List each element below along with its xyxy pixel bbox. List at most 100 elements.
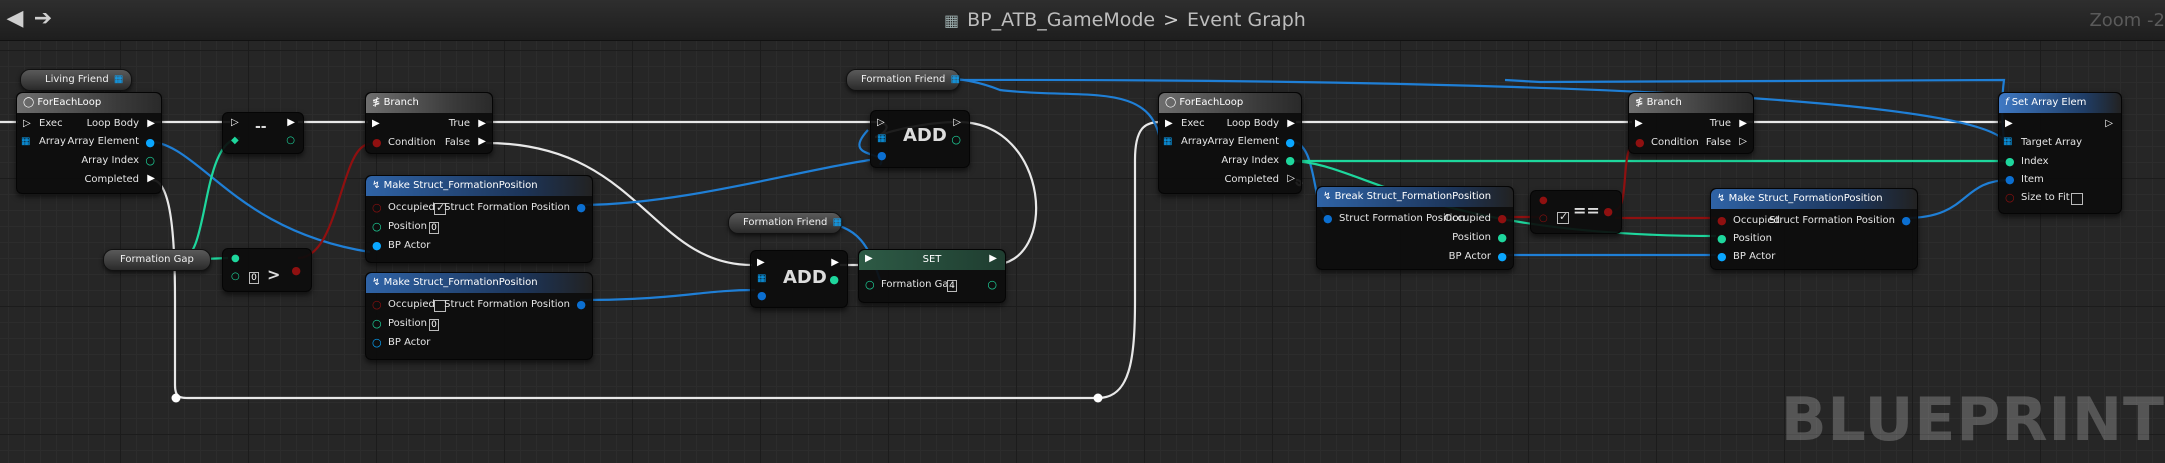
struct-pin-icon[interactable]: ● bbox=[2005, 173, 2015, 186]
foreach-loop-node-1[interactable]: ◯ ForEachLoop ▷ Exec ▦ Array Loop Body ▶… bbox=[16, 92, 162, 194]
pin-label: Struct Formation Position bbox=[1339, 213, 1465, 224]
occupied-checkbox[interactable] bbox=[434, 300, 446, 312]
struct-pin-icon[interactable]: ● bbox=[877, 149, 887, 162]
int-pin-icon[interactable]: ○ bbox=[865, 278, 875, 291]
pin-label: Occupied bbox=[1444, 213, 1491, 224]
int-pin-icon[interactable]: ○ bbox=[372, 220, 382, 233]
equal-node[interactable]: ● ○ ✓ == ● bbox=[1530, 190, 1622, 234]
formation-gap-node[interactable]: Formation Gap bbox=[103, 249, 211, 271]
int-pin-icon[interactable]: ● bbox=[829, 273, 839, 286]
bool-pin-icon[interactable]: ● bbox=[1635, 136, 1645, 149]
forward-arrow-icon[interactable]: ➔ bbox=[33, 6, 53, 31]
exec-pin-icon[interactable]: ▷ bbox=[1287, 173, 1295, 184]
exec-pin-icon[interactable]: ▶ bbox=[147, 173, 155, 184]
value-box[interactable]: 0 bbox=[249, 272, 259, 284]
struct-pin-icon[interactable]: ● bbox=[576, 298, 586, 311]
foreach-loop-node-2[interactable]: ◯ ForEachLoop ▶ Exec ▦ Array Loop Body ▶… bbox=[1158, 92, 1302, 194]
exec-pin-icon[interactable]: ▶ bbox=[1739, 118, 1747, 129]
exec-pin-icon[interactable]: ▷ bbox=[2105, 118, 2113, 129]
compare-checkbox[interactable]: ✓ bbox=[1557, 210, 1569, 224]
set-variable-node[interactable]: SET ▶ ▶ ○ Formation Gap 4 ○ bbox=[858, 249, 1006, 303]
exec-pin-icon[interactable]: ▶ bbox=[1287, 118, 1295, 129]
int-pin-icon[interactable]: ● bbox=[1717, 232, 1727, 245]
bool-pin-icon[interactable]: ○ bbox=[372, 201, 382, 214]
bool-pin-icon[interactable]: ● bbox=[1539, 195, 1548, 206]
value-box[interactable]: 0 bbox=[429, 319, 439, 331]
object-pin-icon[interactable]: ● bbox=[1717, 250, 1727, 263]
exec-pin-icon[interactable]: ▶ bbox=[989, 253, 997, 264]
living-friend-node[interactable]: Living Friend ▦ bbox=[20, 69, 132, 91]
greater-than-node[interactable]: ● ○ 0 > ● bbox=[222, 248, 312, 292]
object-pin-icon[interactable]: ● bbox=[1285, 136, 1295, 149]
breadcrumb-graph[interactable]: Event Graph bbox=[1187, 9, 1306, 31]
node-title: Formation Gap bbox=[120, 254, 194, 265]
exec-pin-icon[interactable]: ▷ bbox=[877, 117, 885, 128]
struct-pin-icon[interactable]: ● bbox=[1901, 214, 1911, 227]
exec-pin-icon[interactable]: ▷ bbox=[953, 117, 961, 128]
array-pin-icon[interactable]: ▦ bbox=[1163, 136, 1173, 147]
struct-pin-icon[interactable]: ● bbox=[757, 289, 767, 302]
make-struct-node-1[interactable]: ↯ Make Struct_FormationPosition ○ Occupi… bbox=[365, 175, 593, 263]
struct-pin-icon[interactable]: ● bbox=[576, 201, 586, 214]
array-pin-icon[interactable]: ▦ bbox=[757, 273, 767, 284]
bool-pin-icon[interactable]: ● bbox=[1603, 205, 1613, 218]
array-pin-icon[interactable]: ▦ bbox=[21, 136, 31, 147]
breadcrumb-asset[interactable]: BP_ATB_GameMode bbox=[967, 9, 1156, 31]
int-pin-icon[interactable]: ◆ bbox=[231, 135, 239, 146]
value-box[interactable]: 0 bbox=[429, 222, 439, 234]
bool-pin-icon[interactable]: ○ bbox=[1539, 213, 1548, 224]
make-struct-node-2[interactable]: ↯ Make Struct_FormationPosition ○ Occupi… bbox=[365, 272, 593, 360]
exec-pin-icon[interactable]: ▶ bbox=[287, 117, 295, 128]
exec-pin-icon[interactable]: ▷ bbox=[23, 118, 31, 129]
int-pin-icon[interactable]: ● bbox=[2005, 155, 2015, 168]
array-pin-icon[interactable]: ▦ bbox=[877, 133, 887, 144]
exec-pin-icon[interactable]: ▶ bbox=[1165, 118, 1173, 129]
object-pin-icon[interactable]: ● bbox=[145, 136, 155, 149]
back-arrow-icon[interactable]: ◀ bbox=[6, 6, 24, 31]
bool-pin-icon[interactable]: ○ bbox=[2005, 191, 2015, 204]
array-add-node-1[interactable]: ▷ ▦ ● ADD ▷ ○ bbox=[870, 110, 970, 168]
exec-pin-icon[interactable]: ▶ bbox=[865, 253, 873, 264]
make-struct-node-3[interactable]: ↯ Make Struct_FormationPosition ● Occupi… bbox=[1710, 188, 1918, 270]
object-pin-icon[interactable]: ● bbox=[1497, 250, 1507, 263]
int-pin-icon[interactable]: ● bbox=[1285, 154, 1295, 167]
set-array-elem-node[interactable]: f Set Array Elem ▶ ▷ ▦ Target Array ● In… bbox=[1998, 92, 2122, 214]
formation-friend-node-2[interactable]: Formation Friend ▦ bbox=[728, 212, 842, 234]
exec-pin-icon[interactable]: ▶ bbox=[147, 118, 155, 129]
bool-pin-icon[interactable]: ● bbox=[1497, 212, 1507, 225]
exec-pin-icon[interactable]: ▶ bbox=[2005, 118, 2013, 129]
exec-pin-icon[interactable]: ▶ bbox=[757, 257, 765, 268]
int-pin-icon[interactable]: ○ bbox=[231, 271, 240, 282]
break-struct-node[interactable]: ↯ Break Struct_FormationPosition ● Struc… bbox=[1316, 186, 1514, 270]
int-pin-icon[interactable]: ○ bbox=[951, 133, 961, 146]
branch-node-1[interactable]: ≸ Branch ▶ ● Condition True ▶ False ▶ bbox=[365, 92, 493, 154]
array-add-node-2[interactable]: ▶ ▦ ● ADD ▶ ● bbox=[750, 250, 848, 308]
exec-pin-icon[interactable]: ▶ bbox=[478, 136, 486, 147]
bool-pin-icon[interactable]: ● bbox=[291, 264, 301, 277]
array-pin-icon[interactable]: ▦ bbox=[2003, 136, 2013, 147]
size-to-fit-checkbox[interactable] bbox=[2071, 193, 2083, 205]
bool-pin-icon[interactable]: ● bbox=[1717, 214, 1727, 227]
not-equal-node[interactable]: ▷ ▶ -- ◆ ○ bbox=[222, 112, 304, 154]
int-pin-icon[interactable]: ○ bbox=[372, 317, 382, 330]
occupied-checkbox[interactable]: ✓ bbox=[434, 201, 446, 215]
int-pin-icon[interactable]: ○ bbox=[286, 135, 295, 146]
int-pin-icon[interactable]: ● bbox=[1497, 231, 1507, 244]
object-pin-icon[interactable]: ● bbox=[372, 239, 382, 252]
branch-node-2[interactable]: ≸ Branch ▶ ● Condition True ▶ False ▷ bbox=[1628, 92, 1754, 154]
bool-pin-icon[interactable]: ○ bbox=[372, 298, 382, 311]
formation-friend-node-1[interactable]: Formation Friend ▦ bbox=[846, 69, 960, 91]
exec-pin-icon[interactable]: ▶ bbox=[372, 118, 380, 129]
value-box[interactable]: 4 bbox=[947, 280, 957, 292]
int-pin-icon[interactable]: ● bbox=[231, 253, 240, 264]
int-pin-icon[interactable]: ○ bbox=[987, 278, 997, 291]
exec-pin-icon[interactable]: ▷ bbox=[231, 117, 239, 128]
exec-pin-icon[interactable]: ▶ bbox=[1635, 118, 1643, 129]
exec-pin-icon[interactable]: ▶ bbox=[831, 257, 839, 268]
bool-pin-icon[interactable]: ● bbox=[372, 136, 382, 149]
exec-pin-icon[interactable]: ▶ bbox=[478, 118, 486, 129]
object-pin-icon[interactable]: ○ bbox=[372, 336, 382, 349]
exec-pin-icon[interactable]: ▷ bbox=[1739, 136, 1747, 147]
int-pin-icon[interactable]: ○ bbox=[145, 154, 155, 167]
struct-pin-icon[interactable]: ● bbox=[1323, 212, 1333, 225]
